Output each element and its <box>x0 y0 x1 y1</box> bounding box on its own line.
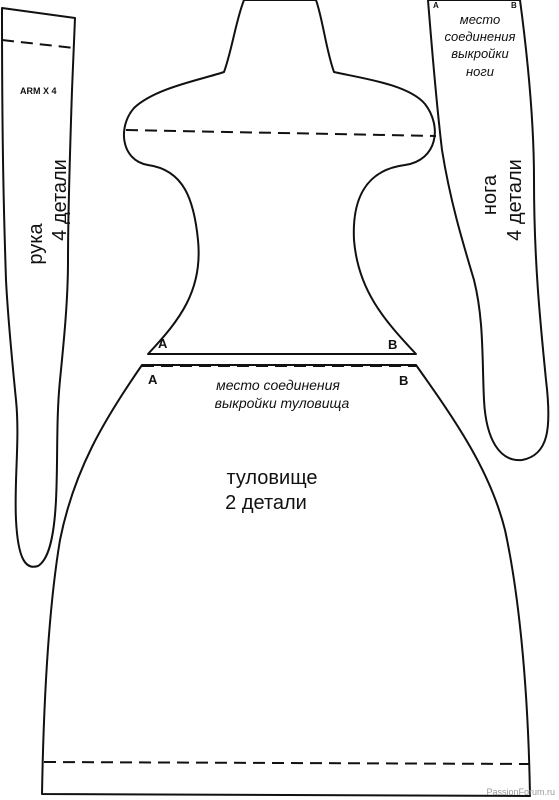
torso-outline <box>41 364 531 797</box>
torso-mark-b: B <box>399 373 408 388</box>
upper-body-piece: A B <box>122 0 437 355</box>
torso-join-line2: выкройки туловища <box>215 395 350 411</box>
leg-join-line2: соединения <box>445 29 516 44</box>
leg-join-line3: выкройки <box>451 46 509 61</box>
leg-join-line4: ноги <box>466 64 494 79</box>
leg-outline <box>427 0 550 462</box>
upper-body-waist-dashed <box>125 129 437 137</box>
arm-label-line1: рука <box>25 223 47 265</box>
leg-corner-a: A <box>433 1 439 10</box>
leg-label-line2: 4 детали <box>504 159 526 241</box>
watermark-text: PassionForum.ru <box>486 787 555 797</box>
arm-label-line2: 4 детали <box>49 159 71 241</box>
arm-seam-line <box>1 39 75 49</box>
torso-piece: A B место соединения выкройки туловища т… <box>41 364 531 797</box>
upper-mark-b: B <box>388 337 397 352</box>
leg-join-line1: место <box>460 12 500 27</box>
torso-join-line1: место соединения <box>216 377 340 393</box>
torso-label-line1: туловище <box>226 467 317 489</box>
upper-body-outline <box>122 0 436 355</box>
torso-hem-dashed <box>43 761 531 765</box>
arm-code: ARM X 4 <box>20 86 57 96</box>
upper-mark-a: A <box>158 336 168 351</box>
leg-corner-b: B <box>511 1 517 10</box>
leg-piece: A B место соединения выкройки ноги нога … <box>427 0 550 462</box>
leg-label-line1: нога <box>479 174 501 215</box>
arm-outline <box>1 7 76 568</box>
torso-mark-a: A <box>148 372 158 387</box>
arm-piece: ARM X 4 рука 4 детали <box>1 7 76 568</box>
torso-label-line2: 2 детали <box>225 492 307 514</box>
